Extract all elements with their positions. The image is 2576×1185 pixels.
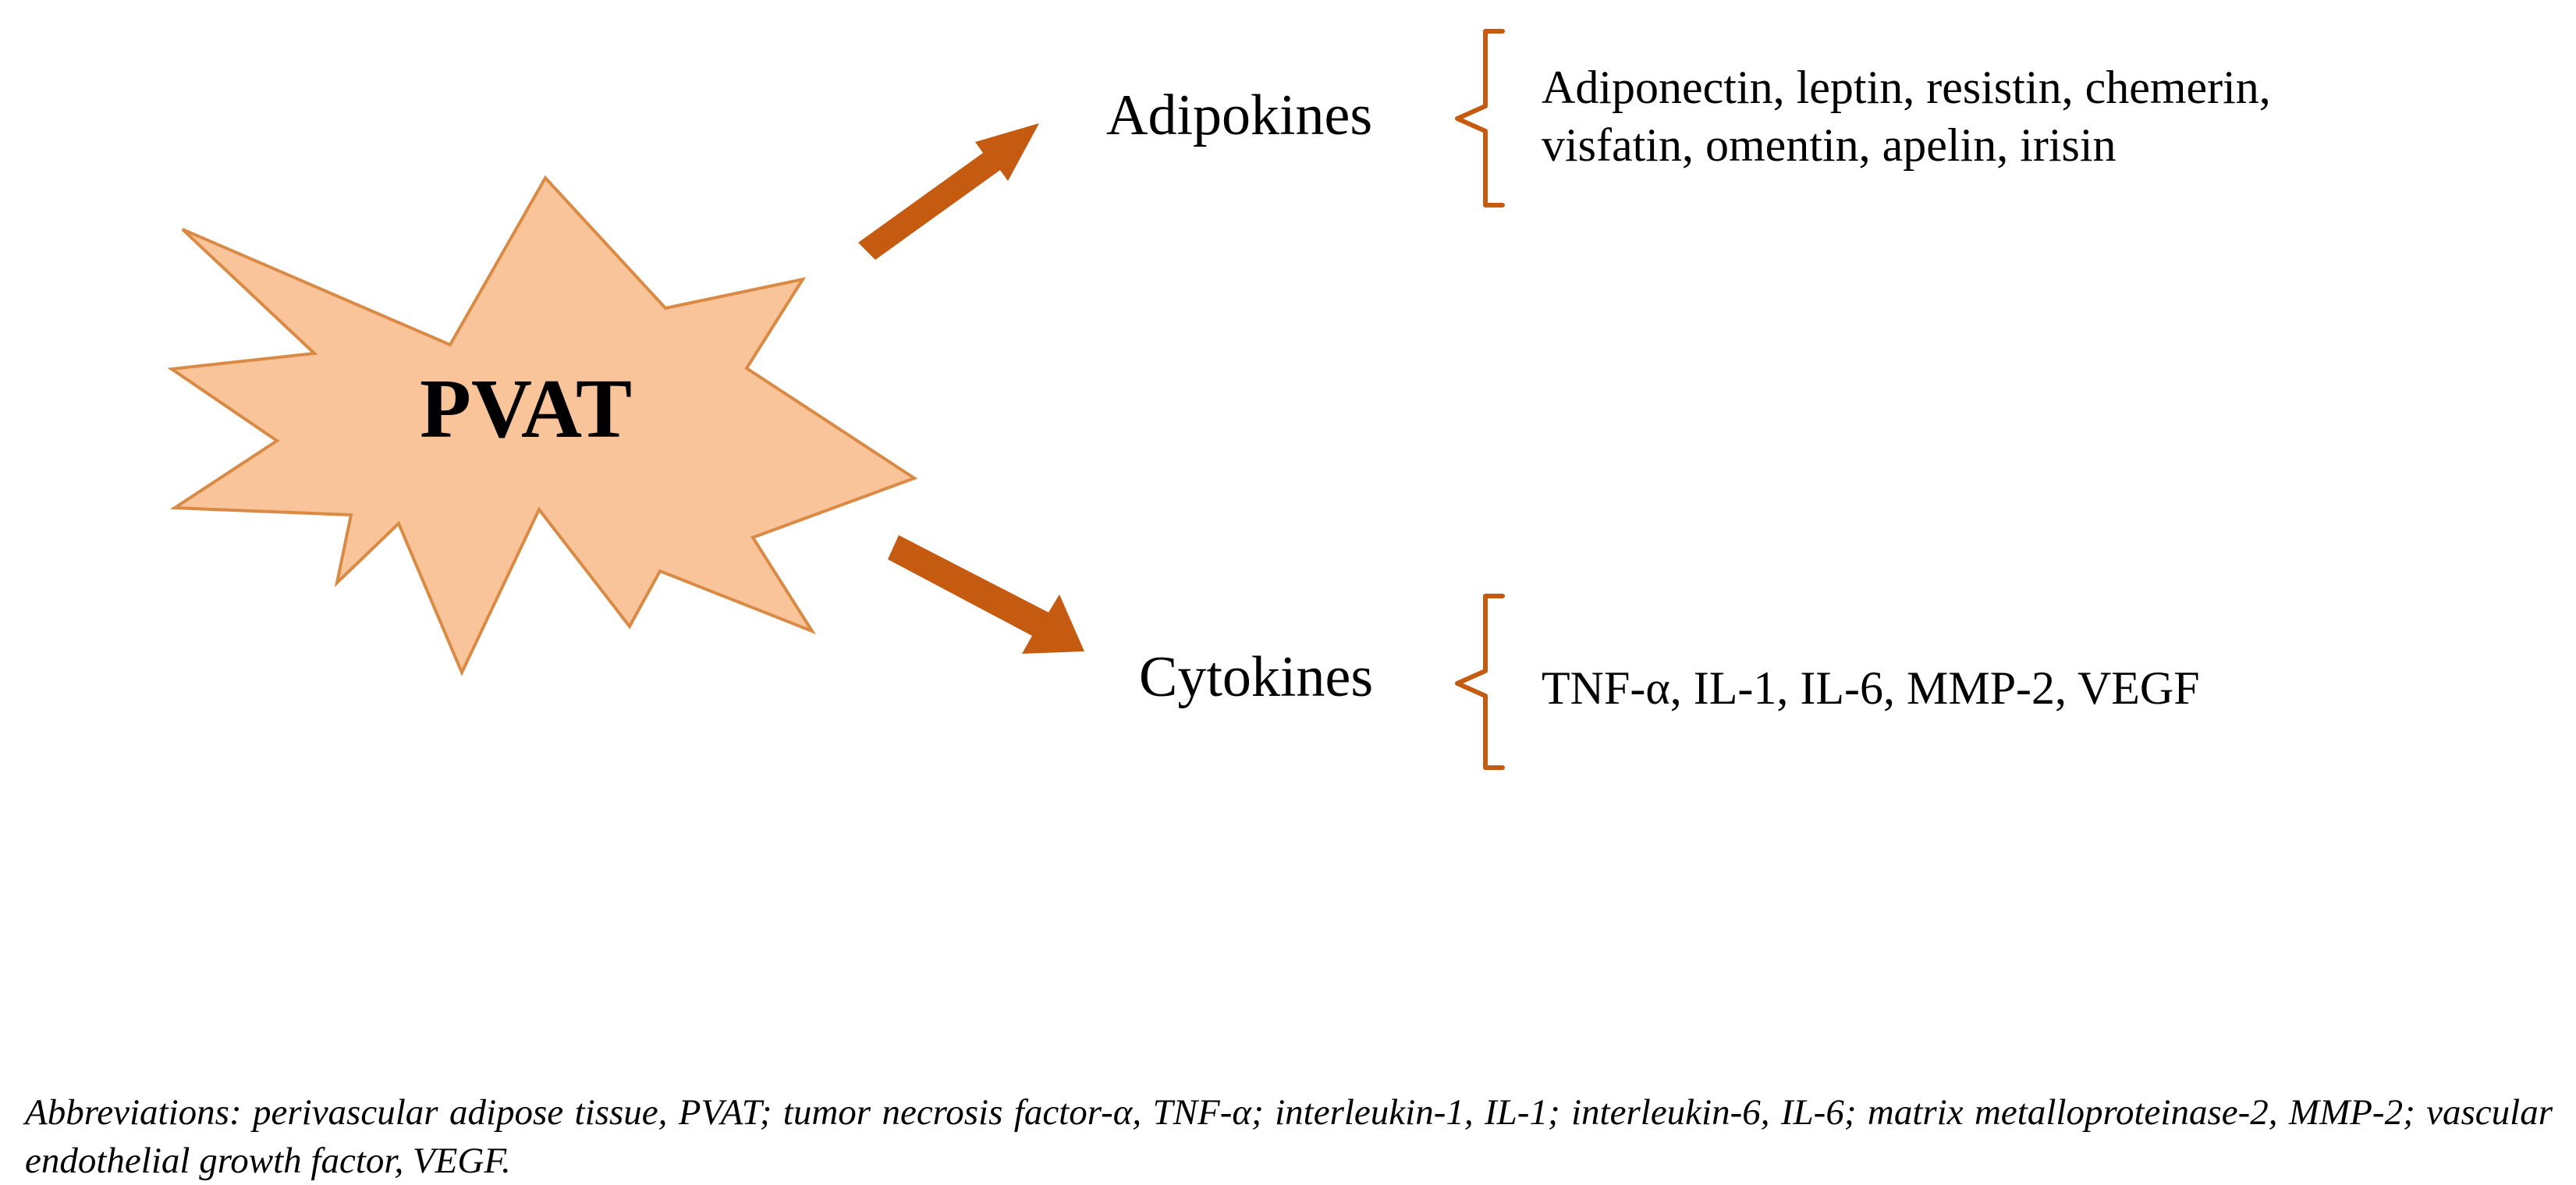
cytokines-bracket [1455, 594, 1505, 770]
cytokines-list-line-1: TNF-α, IL-1, IL-6, MMP-2, VEGF [1542, 662, 2200, 714]
adipokines-list-line-2: visfatin, omentin, apelin, irisin [1542, 119, 2117, 171]
adipokines-list-line-1: Adiponectin, leptin, resistin, chemerin, [1542, 62, 2271, 113]
pvat-label: PVAT [420, 363, 632, 456]
adipokines-bracket [1455, 29, 1505, 208]
arrow-to-adipokines [858, 123, 1039, 260]
adipokines-label: Adipokines [1106, 83, 1372, 147]
pvat-star-shape [167, 175, 918, 676]
arrow-to-cytokines [888, 535, 1084, 654]
cytokines-label: Cytokines [1139, 645, 1373, 709]
abbreviations-footnote: Abbreviations: perivascular adipose tiss… [25, 1092, 2553, 1181]
